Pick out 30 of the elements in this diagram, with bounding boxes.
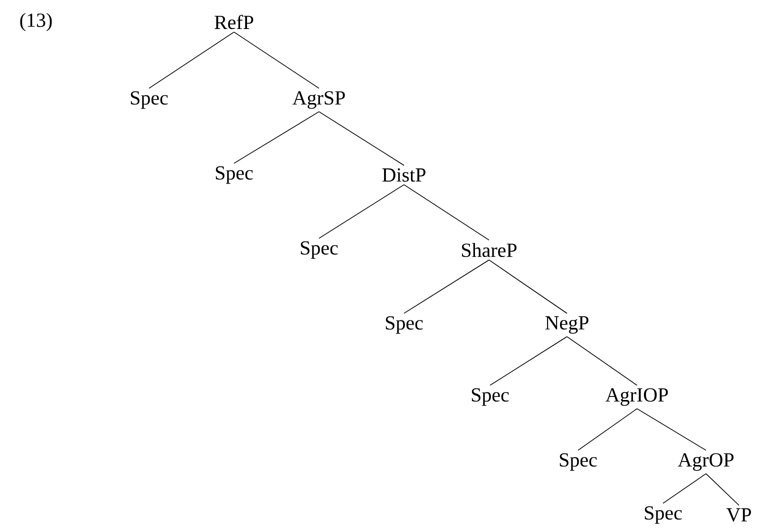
- tree-branch: [234, 111, 320, 164]
- category-label: RefP: [214, 14, 254, 30]
- tree-branch: [578, 408, 638, 451]
- tree-branch: [706, 473, 740, 506]
- category-label: Spec: [386, 316, 423, 334]
- category-label: NegP: [545, 316, 588, 334]
- tree-branch: [662, 473, 706, 504]
- example-number: (13): [20, 12, 52, 32]
- category-label: Spec: [130, 91, 168, 109]
- category-label: Spec: [560, 453, 597, 471]
- category-label: ShareP: [462, 242, 517, 258]
- category-label: Spec: [300, 241, 338, 259]
- category-label: Spec: [644, 506, 682, 524]
- tree-branch: [636, 408, 706, 451]
- category-label: DistP: [382, 168, 426, 182]
- category-label: VP: [726, 508, 751, 522]
- tree-branch: [318, 184, 404, 239]
- category-label: AgrSP: [292, 91, 345, 109]
- category-label: Spec: [216, 166, 253, 184]
- tree-branch: [490, 336, 568, 386]
- tree-branch: [488, 260, 568, 314]
- category-label: Spec: [472, 388, 509, 406]
- tree-branch: [566, 336, 638, 386]
- tree-branch: [404, 184, 490, 240]
- tree-branch: [148, 32, 234, 89]
- tree-branch: [404, 260, 490, 314]
- category-label: AgrIOP: [606, 388, 668, 406]
- category-label: AgrOP: [678, 453, 734, 471]
- tree-branch: [234, 32, 320, 89]
- tree-branch: [318, 111, 404, 166]
